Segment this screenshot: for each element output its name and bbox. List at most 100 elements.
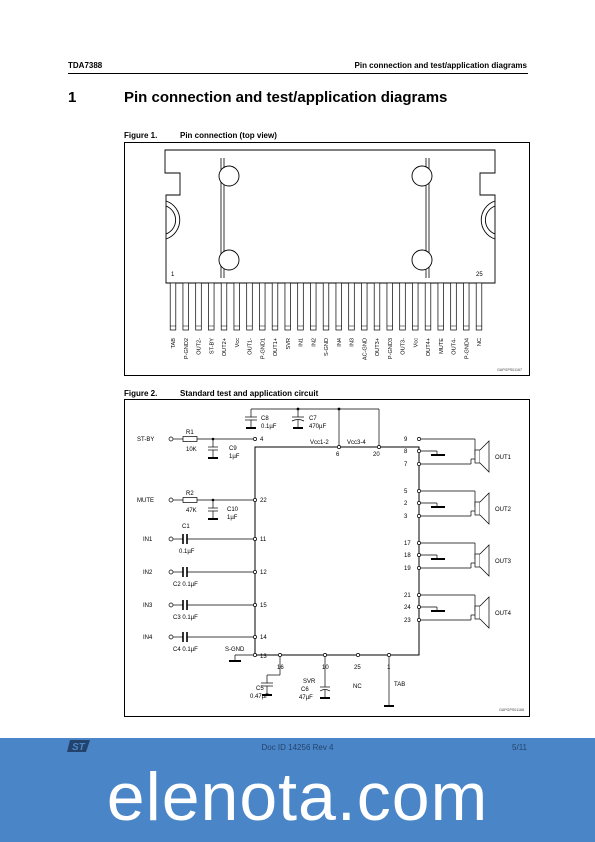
pin-label: MUTE [439, 338, 445, 354]
pin-lead [233, 282, 240, 331]
tab-label: TAB [394, 682, 405, 688]
pin-label: OUT2- [197, 338, 203, 355]
figure1-caption-text: Pin connection (top view) [180, 131, 277, 140]
pin-label: OUT1- [248, 338, 254, 355]
output-label: OUT3 [495, 559, 512, 565]
pin-lead [208, 282, 215, 331]
in1-pin: 11 [260, 537, 267, 543]
speaker-icon [474, 605, 481, 620]
pin-lead [259, 282, 266, 331]
stby-pin: 4 [260, 437, 264, 443]
in1-label: IN1 [143, 537, 153, 543]
pin-label: IN2 [311, 338, 317, 347]
r1-label: R1 [186, 430, 194, 436]
pin-label: OUT2+ [222, 338, 228, 356]
pin-lead [399, 282, 406, 331]
pin-label: OUT3+ [375, 338, 381, 356]
footer-page-number: 5/11 [512, 743, 527, 752]
header-section-title: Pin connection and test/application diag… [354, 61, 527, 70]
vcc12-label: Vcc1-2 [310, 440, 329, 446]
pin-label: NC [477, 338, 483, 346]
speaker-icon [474, 553, 481, 568]
pin-label: OUT4+ [426, 338, 432, 356]
output-pin-number: 19 [404, 566, 411, 572]
figure2-caption: Figure 2. Standard test and application c… [124, 389, 318, 398]
output-pin-number: 18 [404, 553, 411, 559]
c10-label: C10 [227, 507, 239, 513]
output-pin-number: 17 [404, 541, 411, 547]
pin-label: TAB [171, 338, 177, 349]
figure2-box: C8 0.1µF C7 470µF Vcc1-2 Vcc3-4 6 20 ST-… [124, 399, 530, 717]
output-label: OUT2 [495, 507, 512, 513]
output-pin-number: 21 [404, 593, 411, 599]
figure2-label: Figure 2. [124, 389, 158, 398]
pin-lead [284, 282, 291, 331]
pin-label: OUT3- [401, 338, 407, 355]
pin-lead [297, 282, 304, 331]
pin-lead [169, 282, 177, 331]
pin-label: P-GND2 [184, 338, 190, 359]
output-pin-number: 2 [404, 501, 408, 507]
vcc34-label: Vcc3-4 [347, 440, 366, 446]
pin-label: AC-GND [362, 338, 368, 360]
figure1-caption: Figure 1. Pin connection (top view) [124, 131, 277, 140]
pin-lead [424, 282, 432, 331]
pin-lead [182, 282, 189, 331]
pin20-label: 20 [373, 452, 380, 458]
pin-lead [246, 282, 253, 331]
section-number: 1 [68, 89, 77, 106]
pin10-label: 10 [322, 665, 329, 671]
pin-lead [322, 282, 330, 331]
pin-lead [310, 282, 317, 331]
figure1-code: GAPGPS01167 [497, 368, 522, 372]
pin-lead [195, 282, 202, 331]
r2-value: 47K [186, 508, 197, 514]
pin1-label: 1 [387, 665, 391, 671]
output-pin-number: 23 [404, 618, 411, 624]
pin-lead [348, 282, 355, 331]
c8-label: C8 [261, 416, 269, 422]
output-label: OUT1 [495, 455, 512, 461]
in4-pin: 14 [260, 635, 267, 641]
pin-lead [475, 282, 483, 331]
in2-pin: 12 [260, 570, 267, 576]
pin-lead [373, 282, 381, 331]
st-logo-icon: ST [67, 740, 90, 753]
c8-value: 0.1µF [261, 424, 277, 430]
pin-first-number: 1 [171, 272, 175, 278]
sgnd-pin: 13 [260, 654, 267, 660]
in2-label: IN2 [143, 570, 153, 576]
svr-label: SVR [303, 679, 316, 685]
c3-label: C3 0.1µF [173, 615, 198, 621]
figure2-code: GAPGPS01168 [499, 708, 524, 712]
output-pin-number: 9 [404, 437, 408, 443]
c1-value: 0.1µF [179, 549, 195, 555]
mute-input-label: MUTE [137, 498, 154, 504]
mute-pin: 22 [260, 498, 267, 504]
in3-pin: 15 [260, 603, 267, 609]
sgnd-label: S-GND [225, 647, 245, 653]
nc-label: NC [353, 684, 362, 690]
footer-band [0, 738, 595, 842]
pin16-label: 16 [277, 665, 284, 671]
in4-label: IN4 [143, 635, 153, 641]
pin-label: Vcc [235, 338, 241, 348]
speaker-icon [474, 449, 481, 464]
r2-label: R2 [186, 491, 194, 497]
figure1-label: Figure 1. [124, 131, 158, 140]
pin-label: S-GND [324, 338, 330, 356]
output-pin-number: 8 [404, 449, 408, 455]
pin-label: P-GND1 [260, 338, 266, 359]
c2-label: C2 0.1µF [173, 582, 198, 588]
pin-label: OUT4- [452, 338, 458, 355]
c9-label: C9 [229, 446, 237, 452]
c10-value: 1µF [227, 515, 238, 521]
header-rule [68, 73, 528, 74]
pin-label: SVR [286, 338, 292, 350]
figure2-caption-text: Standard test and application circuit [180, 389, 319, 398]
pin-label: IN4 [337, 338, 343, 347]
svg-text:ST: ST [72, 742, 86, 753]
